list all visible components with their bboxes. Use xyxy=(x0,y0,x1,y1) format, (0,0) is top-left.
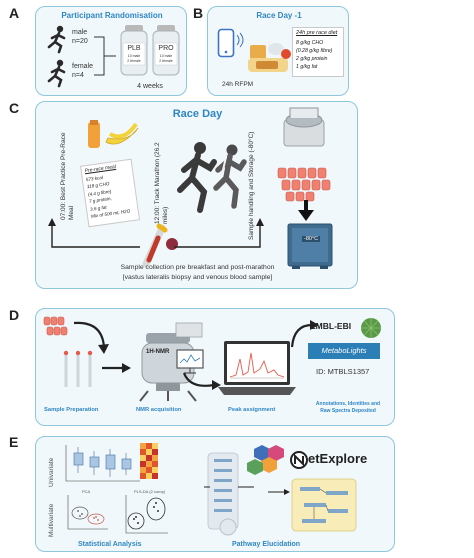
panel-d: 1H-NMR EMBL-EBI MetaboLights ID: MTBLS13… xyxy=(35,308,395,426)
metabolights-logo: MetaboLights xyxy=(308,343,380,359)
signal-icon xyxy=(236,32,244,48)
embl-ebi-logo: EMBL-EBI xyxy=(310,321,352,331)
biopsy-sample-icon xyxy=(142,223,178,268)
panel-b: Race Day -1 24h pre race diet 8 g/kg CHO… xyxy=(207,6,349,96)
centrifuge-icon xyxy=(283,107,325,147)
food-icon xyxy=(248,43,291,72)
diet-line: 2 g/kg protein xyxy=(296,56,328,62)
deposit-line-1: Annotations, Identities and xyxy=(315,401,381,407)
step-peak-assignment: Peak assignment xyxy=(228,407,276,413)
male-runner-icon xyxy=(47,25,66,54)
network-output-diagram xyxy=(291,478,357,532)
ebi-sphere-icon xyxy=(361,318,381,338)
netexplore-logo: etExplore xyxy=(308,451,368,466)
nmr-label: 1H-NMR xyxy=(146,349,170,355)
netexplore-logo-icon xyxy=(290,451,308,469)
multivariate-label: Multivariate xyxy=(48,503,55,537)
step-nmr-acquisition: NMR acquisition xyxy=(136,407,182,413)
panel-a-title: Participant Randomisation xyxy=(61,11,163,20)
arrow-to-network xyxy=(268,489,290,495)
laptop-icon xyxy=(218,341,296,395)
study-id: ID: MTBLS1357 xyxy=(316,367,370,376)
diet-line: (0.28 g/kg fibre) xyxy=(296,48,333,54)
runners-icon xyxy=(177,142,247,213)
monitor-icon xyxy=(176,349,204,374)
placebo-jar-icon xyxy=(120,25,148,76)
male-count: n=20 xyxy=(72,38,88,45)
cycle-arrows xyxy=(48,218,264,248)
panel-b-letter: B xyxy=(193,5,204,21)
arrow-to-database xyxy=(290,320,319,348)
down-arrow-icon xyxy=(298,200,314,221)
female-count: n=4 xyxy=(72,72,84,79)
panel-b-title: Race Day -1 xyxy=(256,11,302,20)
network-hexagon-icon xyxy=(247,445,284,475)
randomisation-bracket xyxy=(94,36,116,76)
pca-label: PCA xyxy=(82,489,91,494)
male-label: male xyxy=(72,29,88,36)
panel-e-letter: E xyxy=(9,434,19,450)
duration-label: 4 weeks xyxy=(137,83,163,90)
nmr-tubes-icon xyxy=(63,350,93,387)
collection-line-2: [vastus lateralis biopsy and venous bloo… xyxy=(122,274,273,281)
juice-banana-icon xyxy=(88,120,139,148)
pro-female: 2 female xyxy=(159,59,173,63)
diet-note-heading: 24h pre race diet xyxy=(296,30,338,36)
pca-scatter-chart xyxy=(67,495,108,530)
female-runner-icon xyxy=(47,59,66,88)
pro-male: 10 male xyxy=(159,54,173,58)
arrow-to-nmr xyxy=(102,363,131,373)
diet-note-lines: 8 g/kg CHO (0.28 g/kg fibre) 2 g/kg prot… xyxy=(296,39,332,71)
panel-a: Participant Randomisation male n=20 fema… xyxy=(35,6,187,96)
plsda-label: PLS-DA (2 comp) xyxy=(134,489,166,494)
panel-a-letter: A xyxy=(9,5,20,21)
rfpm-label: 24h RFPM xyxy=(222,81,254,88)
phone-icon xyxy=(217,28,235,58)
freezer-temperature: -80°C xyxy=(302,236,321,242)
panel-d-letter: D xyxy=(9,307,20,323)
step-sample-preparation: Sample Preparation xyxy=(44,407,99,413)
sample-tubes-icon xyxy=(277,167,331,202)
freezer-icon xyxy=(287,223,333,269)
diet-note: 24h pre race diet 8 g/kg CHO (0.28 g/kg … xyxy=(292,27,344,77)
arrow-to-laptop xyxy=(182,372,221,390)
pathway-elucidation-title: Pathway Elucidation xyxy=(232,541,301,548)
panel-e: Univariate Multivariate PCA PLS-DA xyxy=(35,436,395,552)
diet-line: 8 g/kg CHO xyxy=(296,40,324,46)
plb-female: 2 female xyxy=(127,59,141,63)
heatmap-chart xyxy=(140,443,158,479)
plb-label: PLB xyxy=(127,45,141,52)
female-label: female xyxy=(72,63,94,70)
boxplot-chart xyxy=(65,445,140,482)
panel-c-letter: C xyxy=(9,100,20,116)
panel-c-title: Race Day xyxy=(172,108,223,120)
diet-line: 1 g/kg fat xyxy=(296,64,318,70)
univariate-label: Univariate xyxy=(48,457,55,487)
pro-label: PRO xyxy=(158,45,174,52)
tubes-rack-icon xyxy=(43,316,68,336)
panel-c: Race Day 07:00: Best Practice Pre-Race M… xyxy=(35,101,358,289)
deposit-line-2: Raw Spectra Deposited xyxy=(320,408,376,414)
plsda-scatter-chart xyxy=(125,495,168,534)
pathway-diagram xyxy=(204,452,254,536)
protein-jar-icon xyxy=(152,25,180,76)
collection-line-1: Sample collection pre breakfast and post… xyxy=(120,264,275,271)
statistical-analysis-title: Statistical Analysis xyxy=(78,541,142,548)
curved-arrow-1 xyxy=(73,321,109,354)
plb-male: 10 male xyxy=(127,54,141,58)
